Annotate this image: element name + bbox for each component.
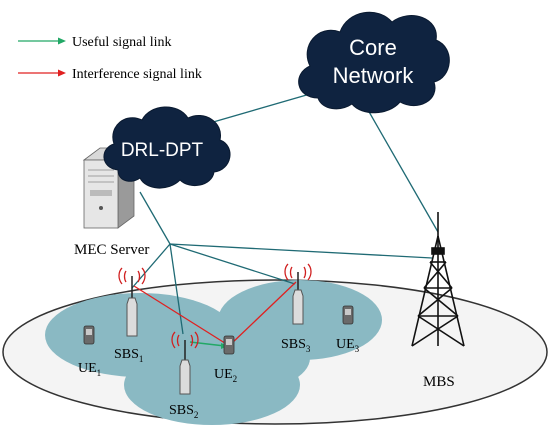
phone-icon-ue1 <box>83 325 95 345</box>
core-network-label-line1: Core <box>349 35 397 60</box>
legend-useful-label: Useful signal link <box>72 35 172 50</box>
legend-interference-label: Interference signal link <box>72 67 202 82</box>
sbs2-label: SBS2 <box>169 403 198 420</box>
ue2-label: UE2 <box>214 367 237 384</box>
antenna-icon-sbs1 <box>118 267 146 337</box>
cell-center <box>170 324 310 392</box>
core-network-cloud-icon: Core Network <box>298 11 450 114</box>
drl-dpt-label: DRL-DPT <box>121 140 204 161</box>
interference-links <box>133 281 297 346</box>
sbs1-label: SBS1 <box>114 347 143 364</box>
drl-dpt-cloud-icon: DRL-DPT <box>103 106 231 189</box>
phone-icon-ue3 <box>342 305 354 325</box>
antenna-icon-sbs3 <box>284 263 312 325</box>
ue1-label: UE1 <box>78 361 101 378</box>
tower-icon <box>411 212 465 347</box>
phone-icon-ue2 <box>223 335 235 355</box>
sbs3-label: SBS3 <box>281 337 311 354</box>
antenna-icon-sbs2 <box>171 331 199 395</box>
legend: Useful signal link Interference signal l… <box>18 35 202 82</box>
mec-server-label: MEC Server <box>74 242 149 258</box>
core-network-label-line2: Network <box>333 63 415 88</box>
ue3-label: UE3 <box>336 337 360 354</box>
mbs-label: MBS <box>423 374 455 390</box>
